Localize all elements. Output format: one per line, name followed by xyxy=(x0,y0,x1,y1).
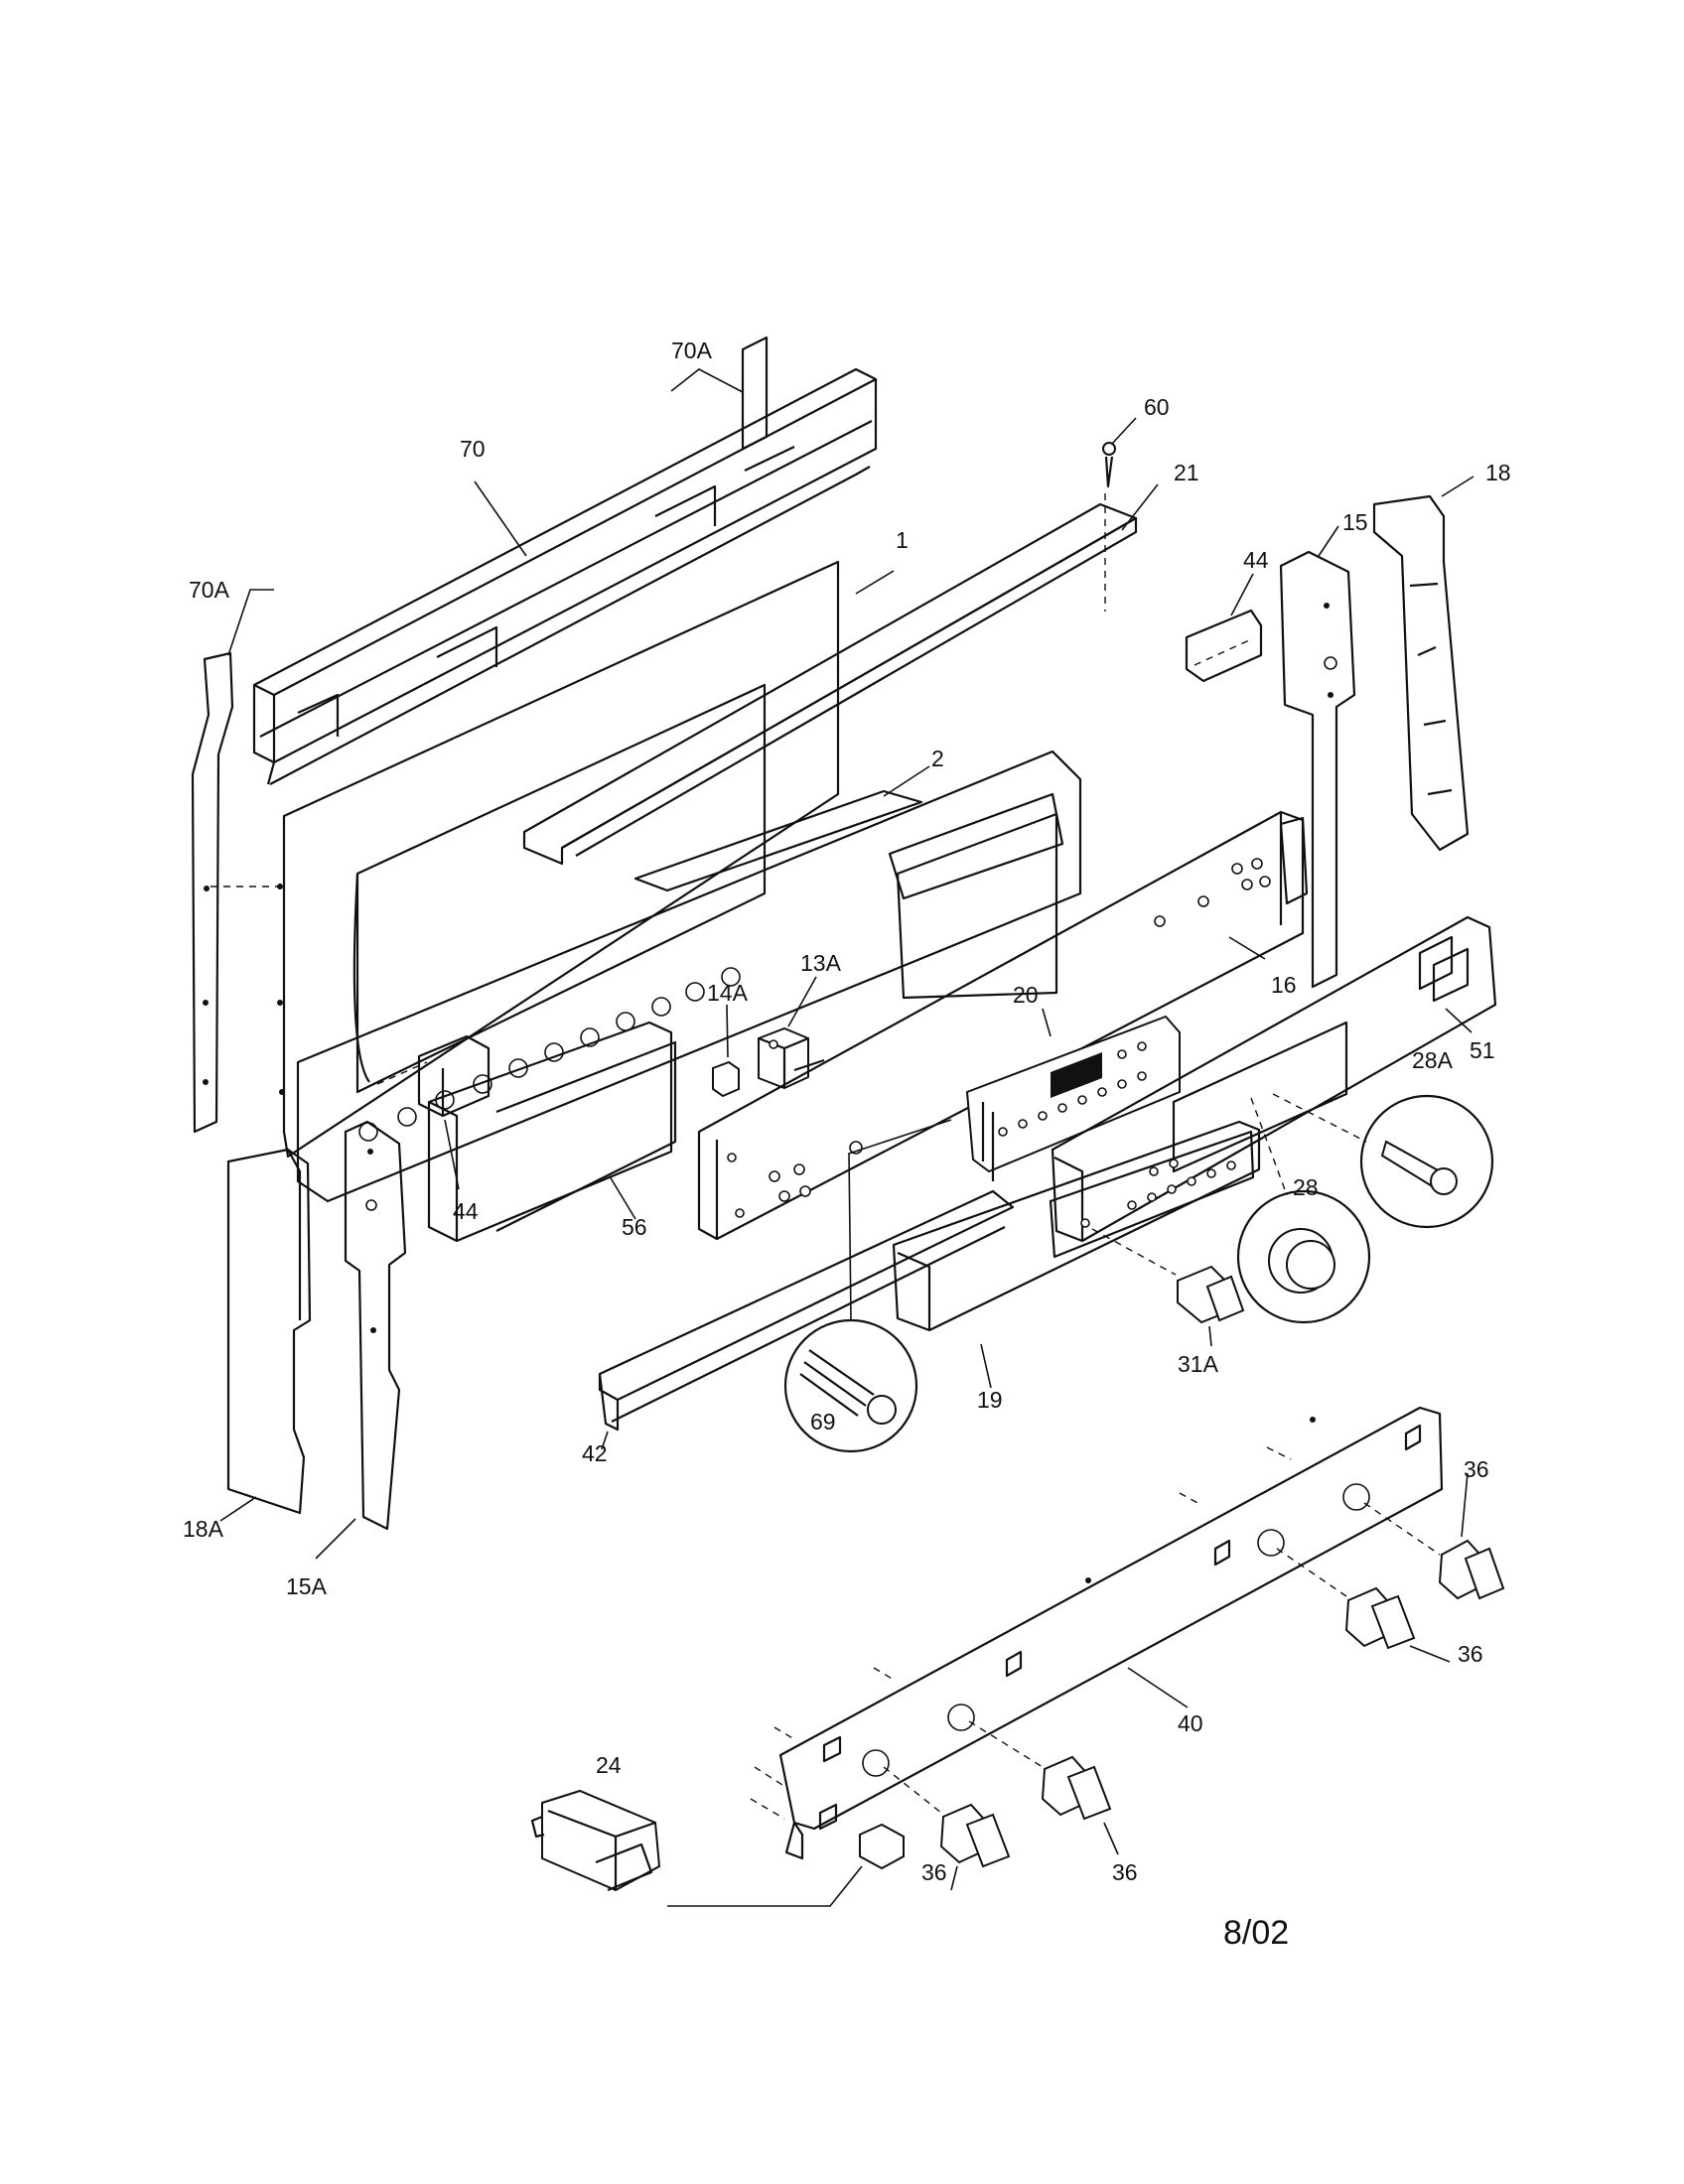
part-56-box xyxy=(427,1021,677,1243)
label-44-bottom: 44 xyxy=(453,1198,479,1224)
part-36-knob-d xyxy=(883,1766,1011,1891)
label-2: 2 xyxy=(931,746,944,771)
part-18a-left-cap xyxy=(219,1148,312,1522)
label-28: 28 xyxy=(1293,1174,1319,1200)
part-14a-switch xyxy=(712,1004,740,1098)
label-36-b: 36 xyxy=(1458,1641,1483,1667)
label-1: 1 xyxy=(896,527,909,553)
label-24: 24 xyxy=(596,1752,622,1778)
label-36-d: 36 xyxy=(921,1859,947,1885)
part-15-right-bracket xyxy=(1279,525,1356,989)
part-36-knob-c xyxy=(968,1720,1119,1855)
label-14a: 14A xyxy=(707,980,749,1006)
part-1-back-panel xyxy=(277,560,895,1159)
label-19: 19 xyxy=(977,1387,1003,1413)
label-60: 60 xyxy=(1144,394,1170,420)
part-small-switch xyxy=(667,1823,905,1907)
part-31a-knob xyxy=(1091,1228,1245,1347)
label-40: 40 xyxy=(1178,1710,1203,1736)
part-18-right-cap xyxy=(1372,476,1474,852)
part-21-rail xyxy=(522,483,1159,866)
part-36-knob-b xyxy=(1276,1548,1451,1663)
part-69-screw-detail xyxy=(783,1119,952,1453)
label-70a-left: 70A xyxy=(189,577,230,603)
label-31a: 31A xyxy=(1178,1351,1219,1377)
callout-labels: 70A 70 60 21 18 70A 1 44 15 2 14A 13A 20… xyxy=(183,338,1511,1885)
label-15a: 15A xyxy=(286,1573,328,1599)
part-60-screw xyxy=(1102,417,1137,488)
label-56: 56 xyxy=(622,1214,647,1240)
label-51: 51 xyxy=(1470,1037,1495,1063)
part-13a-switch xyxy=(758,976,825,1090)
label-18a: 18A xyxy=(183,1516,224,1542)
label-70: 70 xyxy=(460,436,486,462)
label-16: 16 xyxy=(1271,972,1297,998)
label-36-c: 36 xyxy=(1112,1859,1138,1885)
part-15a-left-bracket xyxy=(315,1120,407,1560)
label-42: 42 xyxy=(582,1440,608,1466)
label-21: 21 xyxy=(1174,460,1199,485)
label-20: 20 xyxy=(1013,982,1039,1008)
label-36-a: 36 xyxy=(1464,1456,1489,1482)
part-16-panel xyxy=(697,810,1309,1241)
label-15: 15 xyxy=(1342,509,1368,535)
part-42-rail xyxy=(598,1189,1015,1450)
part-70-trough xyxy=(252,367,878,785)
part-40-manifold-panel xyxy=(750,1406,1444,1860)
label-18: 18 xyxy=(1485,460,1511,485)
date-code: 8/02 xyxy=(1223,1914,1289,1952)
part-44-top-bracket xyxy=(1185,573,1263,683)
part-20-clock-board xyxy=(965,1008,1181,1181)
part-housing-frame xyxy=(296,750,1082,1203)
part-44-bottom-bracket xyxy=(376,1034,491,1190)
part-36-knob-a xyxy=(1363,1472,1505,1600)
part-51-front-panel xyxy=(1051,915,1497,1243)
part-70a-left-strip xyxy=(191,589,284,1134)
part-28-button-detail xyxy=(1236,1097,1371,1324)
label-70a-top: 70A xyxy=(671,338,713,363)
part-2-plate xyxy=(633,765,930,892)
label-44-top: 44 xyxy=(1243,547,1269,573)
label-69: 69 xyxy=(810,1409,836,1434)
part-24-rocker-switch xyxy=(530,1789,661,1892)
label-13a: 13A xyxy=(800,950,842,976)
part-28a-shaft-detail xyxy=(1272,1093,1494,1229)
label-28a: 28A xyxy=(1412,1047,1454,1073)
